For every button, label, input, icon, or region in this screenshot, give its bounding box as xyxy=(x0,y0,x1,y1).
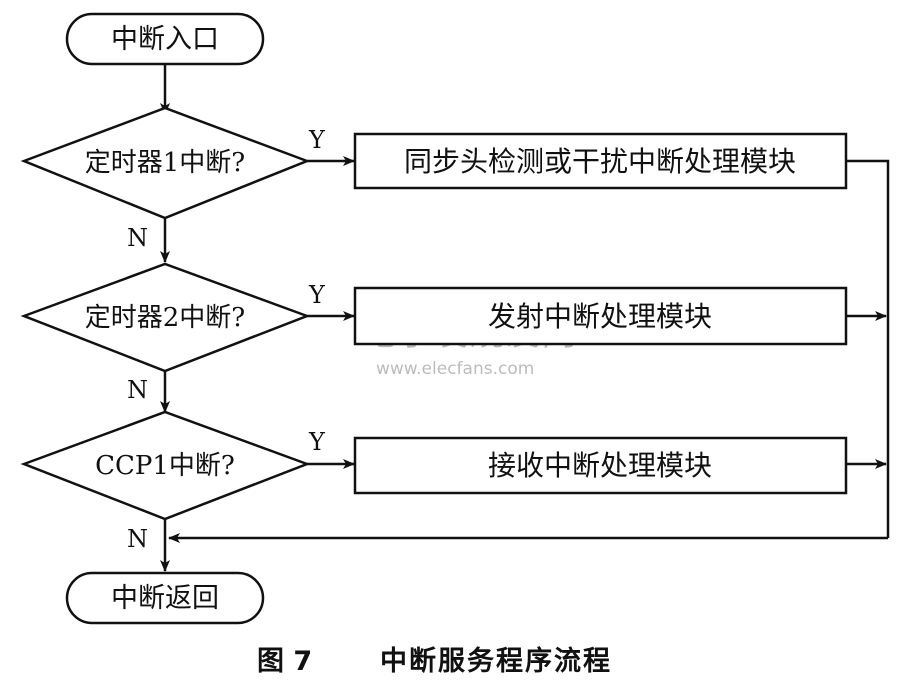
figure-number: 图 7 xyxy=(257,646,312,677)
node-decision-timer2: 定时器2中断? xyxy=(20,262,311,373)
label-no-timer2: N xyxy=(127,376,148,404)
node-decision-ccp1: CCP1中断? xyxy=(20,410,311,521)
label-no-ccp1: N xyxy=(127,525,148,553)
label-no-timer1: N xyxy=(127,224,148,252)
node-process-transmit: 发射中断处理模块 xyxy=(353,286,848,346)
node-decision-timer1: 定时器1中断? xyxy=(20,106,311,220)
connectors xyxy=(160,64,890,572)
node-decision-timer1-label: 定时器1中断? xyxy=(85,148,245,178)
node-end: 中断返回 xyxy=(65,571,265,625)
node-process-sync: 同步头检测或干扰中断处理模块 xyxy=(353,132,848,190)
node-process-sync-label: 同步头检测或干扰中断处理模块 xyxy=(404,145,796,178)
node-process-receive: 接收中断处理模块 xyxy=(353,436,848,495)
figure-caption: 图 7 中断服务程序流程 xyxy=(257,645,612,677)
return-line-p1 xyxy=(846,159,890,538)
label-yes-timer1: Y xyxy=(308,126,326,154)
label-yes-ccp1: Y xyxy=(308,428,326,456)
edge-labels: Y N Y N Y N xyxy=(127,126,326,553)
figure-title: 中断服务程序流程 xyxy=(380,645,612,677)
node-start-label: 中断入口 xyxy=(111,24,219,55)
node-process-transmit-label: 发射中断处理模块 xyxy=(488,300,712,333)
node-decision-ccp1-label: CCP1中断? xyxy=(95,451,235,481)
node-process-receive-label: 接收中断处理模块 xyxy=(488,449,712,482)
label-yes-timer2: Y xyxy=(308,281,326,309)
watermark-url: www.elecfans.com xyxy=(376,359,534,379)
node-decision-timer2-label: 定时器2中断? xyxy=(85,303,245,333)
node-end-label: 中断返回 xyxy=(111,583,219,614)
node-start: 中断入口 xyxy=(65,12,265,66)
